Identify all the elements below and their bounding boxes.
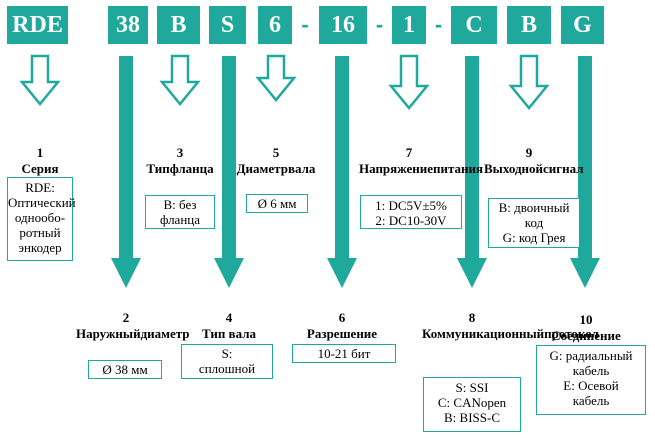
param-box-5: Ø 6 мм <box>246 194 308 213</box>
separator-dash: - <box>301 12 309 37</box>
param-number-1: 1 <box>36 145 44 160</box>
param-title-2: Наружныйдиаметр <box>76 326 190 341</box>
solid-arrow-icon <box>570 56 600 288</box>
code-segment-flange: B <box>157 6 200 44</box>
code-segment-shaft-diameter: 6 <box>258 6 292 44</box>
param-title-1: Серия <box>21 161 59 176</box>
param-number-7: 7 <box>405 145 413 160</box>
param-title-7: Напряжениепитания <box>359 161 484 176</box>
param-number-9: 9 <box>525 145 533 160</box>
code-segment-connection: G <box>561 6 604 44</box>
param-box-7: 1: DC5V±5%2: DC10-30V <box>360 195 462 229</box>
solid-arrow-icon <box>327 56 357 288</box>
param-number-4: 4 <box>225 310 233 325</box>
param-title-10: Соединение <box>551 328 621 343</box>
separator-dash: - <box>375 12 384 37</box>
solid-arrow-icon <box>111 56 141 288</box>
outline-arrow-icon <box>508 54 550 110</box>
outline-arrow-icon <box>19 54 61 106</box>
code-segment-output: B <box>507 6 551 44</box>
param-number-3: 3 <box>176 145 184 160</box>
param-number-5: 5 <box>272 145 280 160</box>
outline-arrow-icon <box>255 54 297 102</box>
param-number-2: 2 <box>122 310 130 325</box>
param-box-4: S:сплошной <box>181 344 273 379</box>
outline-arrow-icon <box>388 54 430 110</box>
code-segment-protocol: C <box>451 6 497 44</box>
code-segment-outer-diameter: 38 <box>108 6 148 44</box>
code-segment-series: RDE <box>7 6 68 44</box>
param-title-8: Коммуникационныйпротокол <box>422 326 599 341</box>
param-number-6: 6 <box>338 310 346 325</box>
param-box-6: 10-21 бит <box>292 344 396 363</box>
code-segment-voltage: 1 <box>392 6 426 44</box>
solid-arrow-icon <box>214 56 244 288</box>
param-title-6: Разрешение <box>306 326 378 341</box>
code-segment-resolution: 16 <box>319 6 367 44</box>
param-title-5: Диаметрвала <box>236 161 316 176</box>
param-title-3: Типфланца <box>146 161 214 176</box>
param-title-9: Выходнойсигнал <box>484 161 584 176</box>
outline-arrow-icon <box>159 54 201 106</box>
separator-dash: - <box>434 12 443 37</box>
param-number-10: 10 <box>579 312 593 327</box>
solid-arrow-icon <box>457 56 487 288</box>
param-box-2: Ø 38 мм <box>88 360 162 379</box>
param-number-8: 8 <box>468 310 476 325</box>
param-title-4: Тип вала <box>201 326 256 341</box>
code-segment-shaft-type: S <box>209 6 246 44</box>
